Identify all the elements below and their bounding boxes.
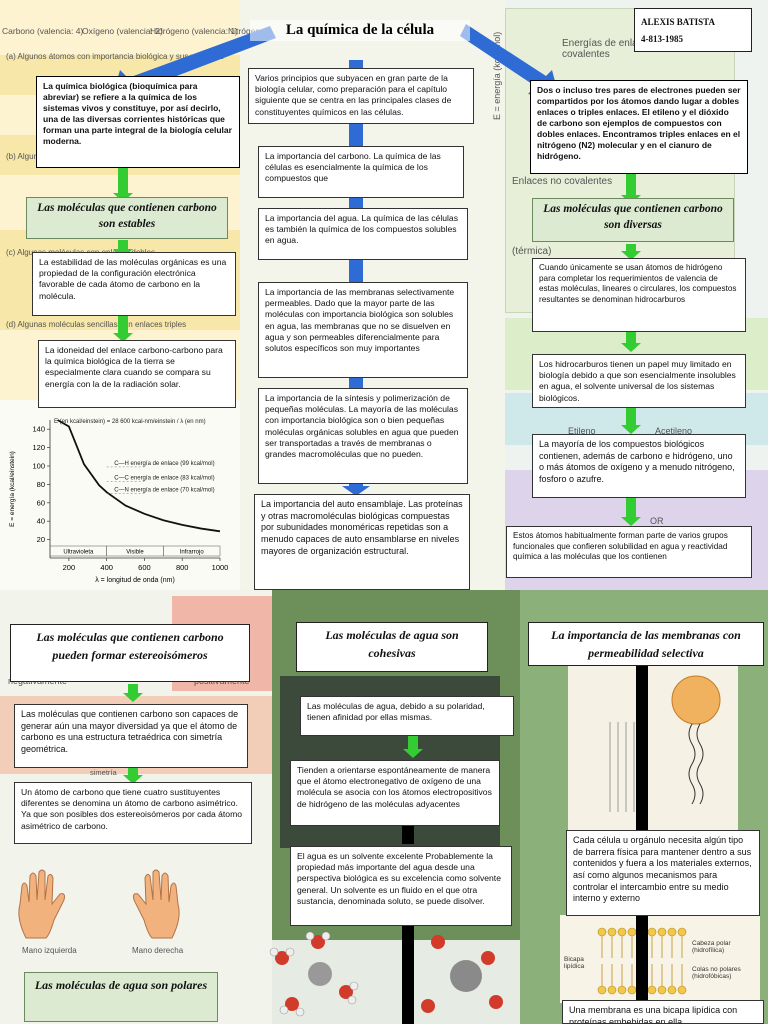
chart-bond-energy-label: C—N energía de enlace (70 kcal/mol) [114,488,214,494]
bg-label-b: (b) Algunas [6,152,47,161]
bg-label-noncovalent: Enlaces no covalentes [512,176,613,187]
arrow-polarity-to-orientation [403,736,423,758]
chart-x-tick-label: 1000 [212,563,229,572]
bg-label-polar-head: Cabeza polar (hidrofílica) [692,940,731,954]
intro-box: La química biológica (bioquímica para ab… [36,76,240,168]
page-title: La química de la célula [250,20,470,41]
bg-label-symmetry: simetría [90,768,117,777]
title-stereoisomers: Las moléculas que contienen carbono pued… [10,624,250,682]
chart-y-tick-label: 20 [37,535,45,544]
title-membranes-selective: La importancia de las membranas con perm… [528,622,764,666]
chart-y-tick-label: 80 [37,480,45,489]
arrow-title-to-stability [113,240,133,258]
double-bonds-box: Dos o incluso tres pares de electrones p… [530,80,748,174]
bg-label-oxigeno: Oxígeno (valencia: 2) [82,26,163,36]
center-connector-arrowhead [342,486,370,496]
bilayer-illustration [597,927,687,995]
bg-label-or: OR [650,516,664,526]
water-polarity-box: Las moléculas de agua, debido a su polar… [300,696,514,736]
hydrocarbons-box: Cuando únicamente se usan átomos de hidr… [532,258,746,332]
arrow-diversity-to-asymmetric [123,768,143,784]
synthesis-importance-box: La importancia de la síntesis y polimeri… [258,388,468,484]
right-hand-illustration [133,869,180,939]
title-water-cohesive: Las moléculas de agua son cohesivas [296,622,488,672]
membrane-lipid-diagram [609,675,721,812]
suitability-box: La idoneidad del enlace carbono-carbono … [38,340,236,408]
bg-label-carbono: Carbono (valencia: 4) [2,26,84,36]
chart-x-tick-label: 400 [100,563,113,572]
water-importance-box: La importancia del agua. La química de l… [258,208,468,260]
membrane-barrier-box: Cada célula u orgánulo necesita algún ti… [566,830,760,916]
hydrocarbons-role-box: Los hidrocarburos tienen un papel muy li… [532,354,746,408]
bg-label-right-hand: Mano derecha [132,946,184,955]
biological-compounds-box: La mayoría de los compuestos biológicos … [532,434,746,498]
arrow-compounds-to-functional [621,498,641,526]
bg-label-d: (d) Algunas moléculas sencillas con enla… [6,320,187,329]
bg-label-nonpolar-tails: Colas no polares (hidrofóbicas) [692,966,741,980]
arrow-title-to-hydrocarbons [621,244,641,260]
arrow-stability-to-suitability [113,316,133,342]
bottom-mid-connector-1 [402,826,414,844]
bg-label-acetylene: Acetileno [655,426,693,436]
chart-bond-energy-label: C—H energía de enlace (99 kcal/mol) [114,461,214,467]
chart-x-tick-label: 800 [176,563,189,572]
bg-label-a: (a) Algunos átomos con importancia bioló… [6,52,224,61]
chart-x-tick-label: 200 [63,563,76,572]
chart-region-label: Infrarrojo [180,550,205,556]
principles-box: Varios principios que subyacen en gran p… [248,68,474,124]
water-molecules-illustration [269,931,503,1017]
assembly-importance-box: La importancia del auto ensamblaje. Las … [254,494,470,590]
arrow-role-to-compounds [621,408,641,434]
title-carbon-diverse: Las moléculas que contienen carbono son … [532,198,734,242]
chart-region-label: Ultravioleta [63,550,94,556]
bg-label-ethylene: Etileno [568,426,596,436]
chart-y-label: E = energía (kcal/einstein) [9,451,16,527]
chart-y-tick-label: 40 [37,517,45,526]
chart-energy-curve [57,419,221,533]
author-card: ALEXIS BATISTA 4-813-1985 [634,8,752,52]
chart-formula: E (en kcal/einstein) = 28 600 kcal-nm/ei… [54,419,206,425]
author-id: 4-813-1985 [641,34,683,45]
asymmetric-carbon-box: Un átomo de carbono que tiene cuatro sus… [14,782,252,844]
chart-y-tick-label: 60 [37,498,45,507]
bg-label-hidrogeno: Hidrógeno (valencia: 1) [150,26,238,36]
arrow-hydrocarbons-to-role [621,332,641,352]
title-carbon-stable: Las moléculas que contienen carbono son … [26,197,228,239]
bg-label-thermal: (térmica) [512,246,552,257]
water-orientation-box: Tienden a orientarse espontáneamente de … [290,760,500,826]
membranes-importance-box: La importancia de las membranas selectiv… [258,282,468,378]
title-water-polar: Las moléculas de agua son polares [24,972,218,1022]
bg-label-covalent: Energías de enlaces covalentes [562,38,654,60]
bg-label-bilayer: Bicapa lipídica [564,956,585,970]
water-solvent-box: El agua es un solvente excelente Probabl… [290,846,512,926]
bottom-right-connector-2 [636,916,648,1000]
arrow-intro-to-title [113,168,133,202]
chart-bond-energy-label: C—C energía de enlace (83 kcal/mol) [114,476,214,482]
bg-label-left-hand: Mano izquierda [22,946,77,955]
bg-label-nitrogeno: Nitrógeno [228,26,265,36]
bottom-right-connector-1 [636,666,648,830]
chart-y-tick-label: 100 [32,462,45,471]
diversity-box: Las moléculas que contienen carbono son … [14,704,248,768]
carbon-importance-box: La importancia del carbono. La química d… [258,146,464,198]
author-name: ALEXIS BATISTA [641,17,715,27]
left-hand-illustration [18,869,65,939]
arrow-right-top-to-title [621,174,641,204]
stability-box: La estabilidad de las moléculas orgánica… [32,252,236,316]
bottom-mid-connector-2 [402,926,414,1024]
chart-x-label: λ = longitud de onda (nm) [95,577,175,584]
functional-groups-box: Estos átomos habitualmente forman parte … [506,526,752,578]
arrow-stereo-to-diversity [123,684,143,702]
membrane-bilayer-box: Una membrana es una bicapa lipídica con … [562,1000,764,1024]
chart-region-label: Visible [126,550,144,556]
chart-x-tick-label: 600 [138,563,151,572]
chart-region-box [163,545,221,557]
chart-y-tick-label: 140 [32,425,45,434]
chart-y-tick-label: 120 [32,443,45,452]
